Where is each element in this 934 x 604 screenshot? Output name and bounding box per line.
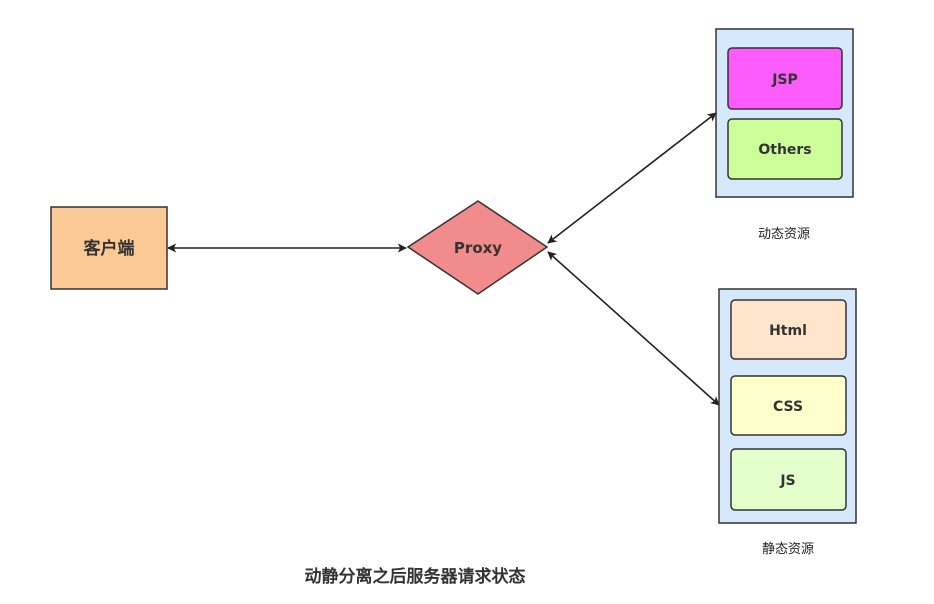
client-label: 客户端 [83,238,135,259]
static-group-label: 静态资源 [762,542,814,557]
edge-proxy-dynamic [547,112,717,244]
client-box [50,206,168,290]
proxy-diamond [406,200,549,295]
proxy-node: Proxy [406,200,549,295]
proxy-label: Proxy [454,239,502,257]
html-label: Html [769,323,807,339]
jsp-box [727,47,843,110]
css-label: CSS [773,399,803,415]
diagram-caption: 动静分离之后服务器请求状态 [305,566,526,587]
others-box [727,118,843,180]
static-resources-group: Html CSS JS [718,288,857,524]
others-label: Others [758,142,811,158]
jsp-label: JSP [771,72,798,88]
edge-proxy-static [547,251,720,406]
js-box [730,448,847,511]
js-label: JS [779,473,795,489]
dynamic-group-label: 动态资源 [758,227,810,242]
dynamic-resources-group: JSP Others [715,28,854,198]
css-box [730,375,847,436]
client-node: 客户端 [50,206,168,290]
html-box [730,299,847,360]
